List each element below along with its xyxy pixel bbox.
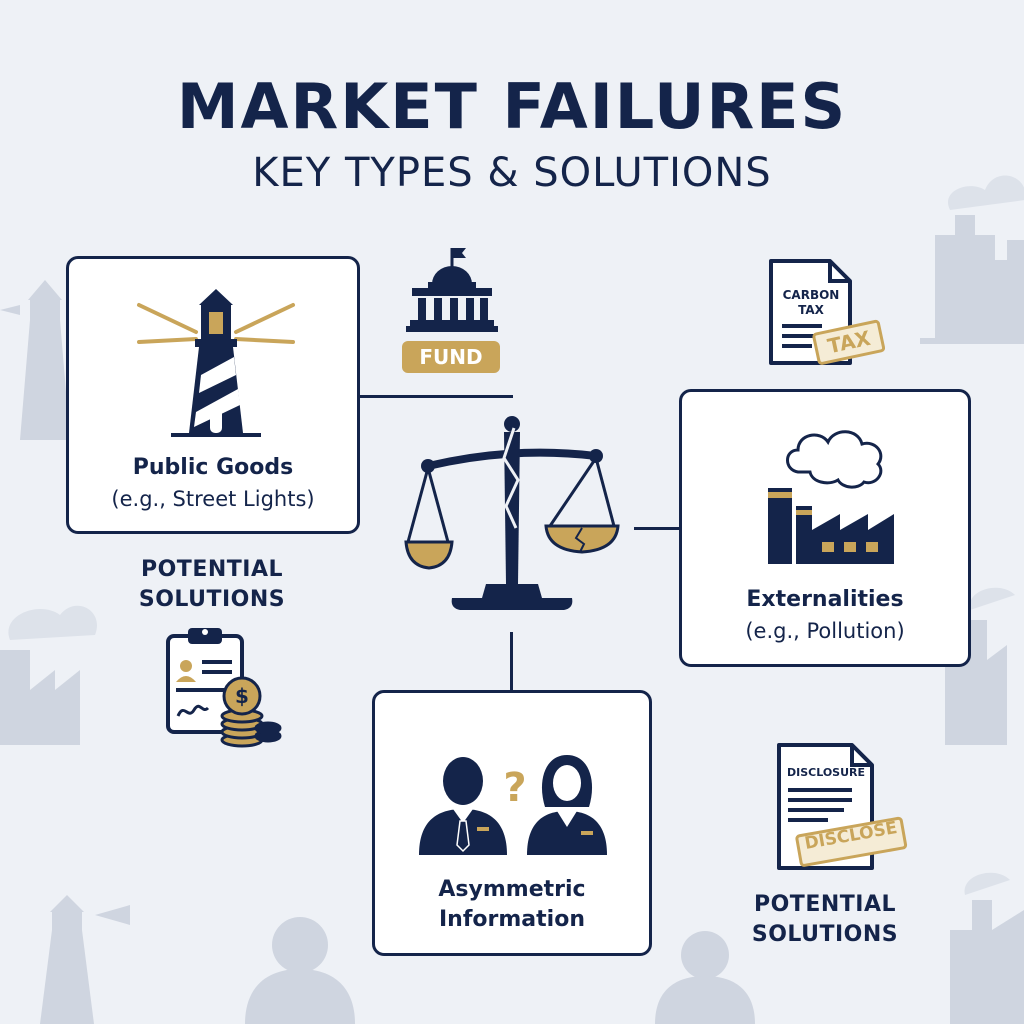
svg-text:$: $: [235, 684, 249, 708]
page-title: MARKET FAILURES: [176, 70, 848, 143]
fund-badge: FUND: [402, 341, 500, 373]
potential-solutions-right-line1: POTENTIAL: [753, 892, 896, 917]
carbon-doc-line1: CARBON: [782, 288, 840, 302]
asymmetric-title-line2: Information: [439, 907, 585, 932]
government-building-icon: [406, 248, 498, 332]
asymmetric-information-card[interactable]: ? Asymmetric Information: [372, 690, 652, 956]
potential-solutions-left: POTENTIAL SOLUTIONS: [112, 555, 312, 615]
lighthouse-icon: [137, 289, 295, 437]
potential-solutions-right: POTENTIAL SOLUTIONS: [725, 890, 925, 950]
externalities-card[interactable]: Externalities (e.g., Pollution): [679, 389, 971, 667]
broken-scale-icon: [404, 416, 620, 610]
clipboard-coins-icon: $: [166, 628, 282, 748]
externalities-title: Externalities: [746, 587, 904, 612]
connector-public-goods: [358, 395, 513, 398]
carbon-doc-line2: TAX: [798, 303, 824, 317]
asymmetric-title-line1: Asymmetric: [438, 877, 586, 902]
potential-solutions-left-line2: SOLUTIONS: [138, 587, 286, 612]
externalities-example: (e.g., Pollution): [745, 619, 905, 643]
public-goods-example: (e.g., Street Lights): [111, 487, 315, 511]
public-goods-card[interactable]: Public Goods (e.g., Street Lights): [66, 256, 360, 534]
connector-externalities: [634, 527, 680, 530]
people-question-icon: ?: [419, 755, 607, 855]
potential-solutions-left-line1: POTENTIAL: [140, 557, 283, 582]
potential-solutions-right-line2: SOLUTIONS: [751, 922, 899, 947]
connector-asymmetric: [510, 632, 513, 692]
page-subtitle: KEY TYPES & SOLUTIONS: [252, 150, 772, 196]
factory-icon: [768, 430, 894, 564]
svg-text:?: ?: [503, 765, 526, 811]
public-goods-title: Public Goods: [132, 455, 294, 480]
carbon-tax-document-icon: [769, 259, 886, 365]
disclosure-document-icon: [777, 743, 908, 870]
disclosure-doc-title: DISCLOSURE: [786, 766, 866, 779]
